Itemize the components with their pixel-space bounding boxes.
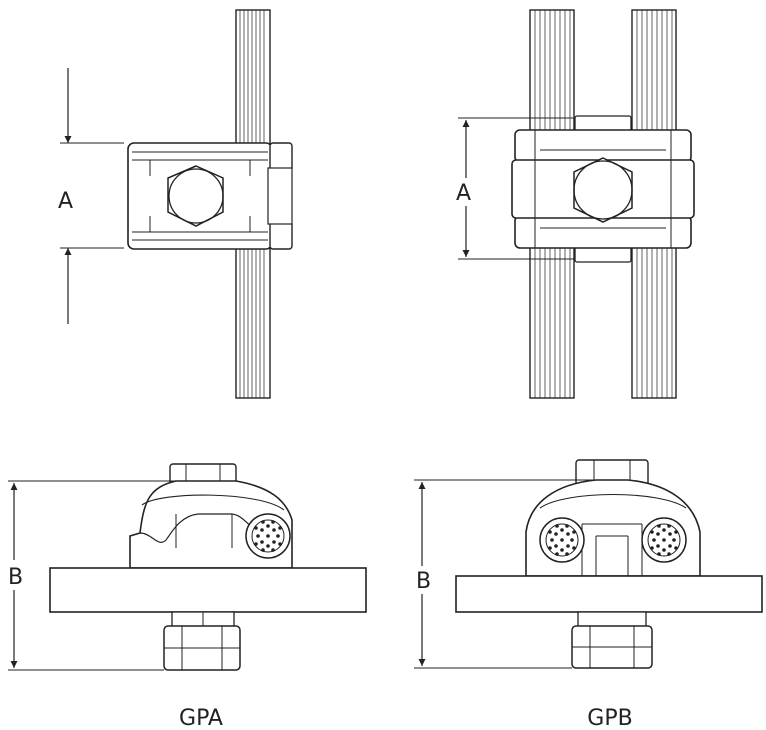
gpa-caption: GPA: [179, 706, 223, 730]
gpb-side-view: B GPB: [414, 459, 763, 730]
gpa-plate: [49, 567, 367, 613]
gpa-conductor: [245, 513, 291, 559]
gpa-dimension-a: [60, 68, 124, 324]
gpa-side-view: B GPA: [8, 463, 367, 730]
gpa-top-view: A: [58, 9, 293, 399]
gpb-dimension-b-label: B: [416, 569, 431, 594]
gpa-clamp-body: [127, 142, 293, 250]
gpa-bottom-nut: [163, 611, 241, 671]
gpb-clamp-body: [511, 115, 695, 263]
gpa-dimension-b: [8, 480, 176, 671]
gpb-dimension-a-label: A: [456, 181, 471, 206]
gpb-conductor-left: [539, 517, 585, 563]
gpb-dimension-b: [414, 479, 596, 669]
gpb-caption: GPB: [587, 706, 632, 730]
gpb-dimension-a: [458, 117, 574, 260]
gpa-dimension-b-label: B: [8, 565, 23, 590]
gpb-conductor-right: [641, 517, 687, 563]
gpb-plate: [455, 575, 763, 613]
gpa-dimension-a-label: A: [58, 189, 73, 214]
gpb-bottom-nut: [571, 611, 653, 669]
gpb-top-view: A: [456, 9, 695, 399]
